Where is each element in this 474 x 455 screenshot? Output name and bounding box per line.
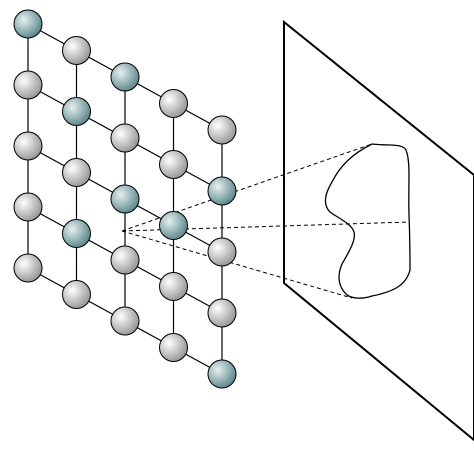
teal-atom [62, 219, 91, 248]
selected-atom [110, 184, 140, 214]
gray-atom [159, 150, 188, 179]
gray-atom [13, 253, 43, 283]
projection-plane [283, 19, 474, 442]
projection-line-bottom [121, 230, 353, 299]
gray-atom [62, 36, 91, 65]
gray-atom [207, 115, 237, 145]
gray-atom [13, 131, 43, 161]
gray-atom [13, 192, 43, 222]
gray-atom [110, 306, 140, 336]
gray-atom [207, 237, 237, 267]
teal-atom [62, 97, 91, 126]
gray-atom [159, 333, 188, 362]
teal-atom [207, 359, 237, 389]
teal-atom [207, 176, 237, 206]
gray-atom [62, 158, 91, 187]
gray-atom [13, 70, 43, 100]
gray-atom [159, 272, 188, 301]
gray-atom [159, 89, 188, 118]
lattice-atoms [13, 9, 237, 389]
teal-atom [13, 9, 43, 39]
teal-atom [110, 62, 140, 92]
gray-atom [62, 280, 91, 309]
gray-atom [110, 245, 140, 275]
teal-atom [159, 211, 188, 240]
gray-atom [110, 123, 140, 153]
projection-line-middle [121, 221, 410, 232]
gray-atom [207, 298, 237, 328]
projected-region [324, 143, 411, 299]
